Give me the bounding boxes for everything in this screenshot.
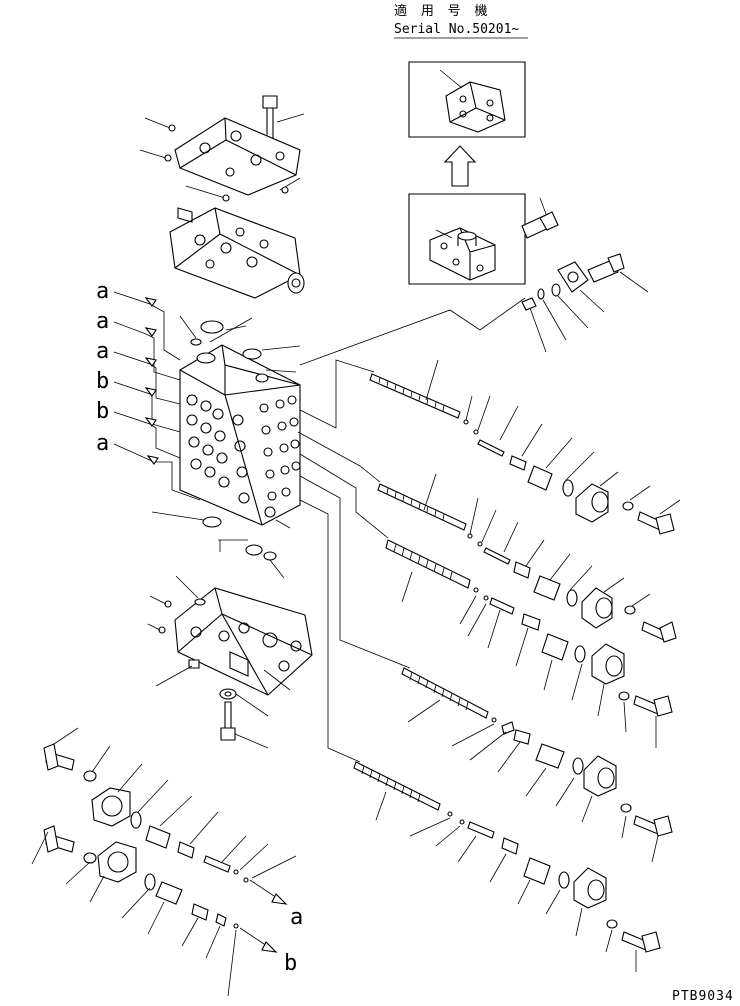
cap-3	[592, 644, 624, 684]
callout-letter: a	[96, 431, 109, 456]
top-cover	[140, 118, 300, 201]
spool-row-1	[370, 360, 680, 534]
small-plugs	[522, 284, 604, 352]
old-valve-part	[430, 228, 495, 280]
spool-leaders	[298, 360, 410, 762]
flange-plate	[558, 262, 588, 292]
body-bottom-plugs	[152, 512, 290, 578]
cap-1	[576, 484, 608, 522]
bolt-top-right	[522, 198, 558, 238]
spool-row-4	[402, 668, 672, 862]
new-valve-part	[440, 70, 505, 132]
body-top-plugs	[180, 316, 300, 382]
spool-row-2	[378, 474, 676, 642]
bottom-valve-section	[148, 576, 312, 695]
top-cover-bolt	[263, 96, 304, 138]
main-valve-body	[152, 316, 300, 578]
body-port-pattern-left	[187, 395, 249, 503]
callout-letter: a	[96, 339, 109, 364]
applicable-models-label: 適 用 号 機	[394, 3, 490, 19]
callout-letter: b	[96, 369, 109, 394]
bottom-left-assembly-upper	[44, 728, 296, 882]
drawing-code: PTB9034	[672, 989, 734, 1004]
fitting-top-right	[588, 254, 648, 292]
callout-letter-b: b	[284, 951, 297, 976]
leader-to-body	[300, 298, 525, 365]
inset-box-new-part	[409, 62, 525, 137]
bottom-left-assembly-lower	[32, 826, 238, 996]
up-arrow	[445, 146, 475, 186]
left-callouts: a a a b b a	[96, 279, 200, 500]
cap-2	[582, 588, 612, 628]
spool-row-5	[354, 762, 660, 972]
cap-left-upper	[92, 788, 130, 826]
bottom-washer-and-bolt	[220, 689, 268, 748]
body-port-pattern-right	[260, 396, 300, 517]
cap-left-lower	[98, 842, 136, 882]
top-valve-section	[170, 208, 304, 298]
cap-5	[574, 868, 606, 908]
callout-letter: a	[96, 309, 109, 334]
callout-letter: a	[96, 279, 109, 304]
bottom-callouts: a b	[240, 880, 303, 976]
serial-range: Serial No.50201~	[394, 22, 519, 37]
callout-letter: b	[96, 399, 109, 424]
spool-row-3	[386, 540, 672, 748]
callout-letter-a: a	[290, 905, 303, 930]
cap-4	[584, 756, 616, 796]
inset-box-old-part	[409, 194, 525, 284]
